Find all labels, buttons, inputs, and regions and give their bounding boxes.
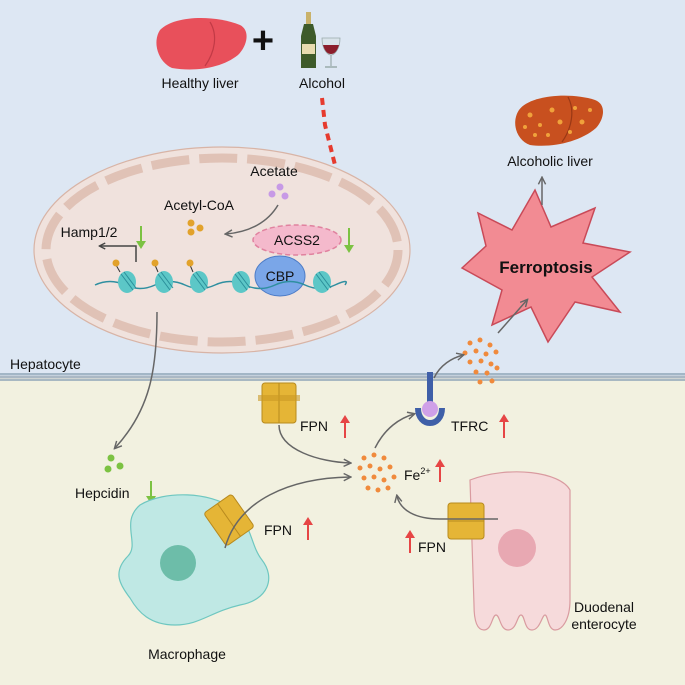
acetate-label: Acetate bbox=[250, 163, 298, 179]
hepcidin-dots bbox=[104, 454, 124, 473]
hepcidin-secretion-arrow bbox=[115, 311, 158, 448]
acetyl-coa-label: Acetyl-CoA bbox=[164, 197, 235, 213]
cbp-label: CBP bbox=[266, 268, 295, 284]
healthy-liver-icon bbox=[156, 18, 247, 70]
ferroptosis-label: Ferroptosis bbox=[499, 258, 593, 277]
fpn-duodenal-label: FPN bbox=[418, 539, 446, 555]
hepcidin-label: Hepcidin bbox=[75, 485, 129, 501]
plus-sign: + bbox=[252, 20, 274, 62]
tfrc-label: TFRC bbox=[451, 418, 488, 434]
cbp-protein bbox=[254, 255, 306, 297]
fpn-transporter-hepatocyte bbox=[258, 382, 300, 424]
iron-to-ferroptosis-arrow bbox=[497, 300, 527, 334]
acetate-dots bbox=[268, 183, 289, 200]
macrophage-label: Macrophage bbox=[148, 646, 226, 662]
acss2-enzyme bbox=[252, 224, 342, 256]
acetate-to-acetylcoa-arrow bbox=[226, 204, 279, 234]
enterocyte-nucleus bbox=[498, 529, 536, 567]
iron-cluster-main bbox=[357, 452, 397, 493]
fpn-duodenal-up-arrow bbox=[405, 530, 415, 553]
wine-glass-icon bbox=[321, 37, 341, 68]
fpn-macrophage-efflux-arrow bbox=[224, 477, 350, 549]
acetyl-coa-dots bbox=[187, 219, 204, 236]
iron-to-tfrc-arrow bbox=[374, 414, 414, 449]
duodenal-label-line1: Duodenal bbox=[574, 599, 634, 615]
fpn-macrophage-up-arrow bbox=[303, 517, 313, 540]
fe-up-arrow bbox=[435, 459, 445, 482]
wine-bottle-icon bbox=[301, 12, 316, 68]
duodenal-label-line2: enterocyte bbox=[571, 616, 637, 632]
cell-membrane bbox=[0, 373, 685, 381]
hamp-label: Hamp1/2 bbox=[61, 224, 118, 240]
fpn-duodenal-efflux-arrow bbox=[397, 496, 498, 520]
tfrc-receptor bbox=[415, 372, 445, 426]
fpn-transporter-macrophage bbox=[204, 494, 254, 546]
hamp-transcription-arrow bbox=[100, 246, 137, 262]
fpn-transporter-duodenal bbox=[447, 502, 485, 540]
hamp-down-arrow bbox=[136, 226, 146, 249]
acetyl-marks bbox=[112, 259, 194, 273]
nucleus bbox=[33, 146, 411, 354]
fe-label: Fe2+ bbox=[404, 466, 431, 483]
fpn-hepatocyte-efflux-arrow bbox=[278, 424, 350, 463]
acss2-label: ACSS2 bbox=[274, 232, 320, 248]
fpn-hepatocyte-label: FPN bbox=[300, 418, 328, 434]
alcohol-label: Alcohol bbox=[299, 75, 345, 91]
alcoholic-liver-label: Alcoholic liver bbox=[507, 153, 593, 169]
alcoholic-liver-icon bbox=[515, 95, 603, 146]
nucleosomes bbox=[118, 271, 332, 293]
tfrc-to-iron-arrow bbox=[433, 355, 463, 379]
fpn-macrophage-label: FPN bbox=[264, 522, 292, 538]
ferroptosis-burst bbox=[460, 188, 632, 344]
hepatocyte-label: Hepatocyte bbox=[10, 356, 81, 372]
fpn-hepatocyte-up-arrow bbox=[340, 415, 350, 438]
tfrc-up-arrow bbox=[499, 414, 509, 438]
acss2-down-arrow bbox=[344, 228, 354, 253]
healthy-liver-label: Healthy liver bbox=[161, 75, 238, 91]
macrophage-nucleus bbox=[160, 545, 196, 581]
extracellular-region bbox=[0, 378, 685, 685]
